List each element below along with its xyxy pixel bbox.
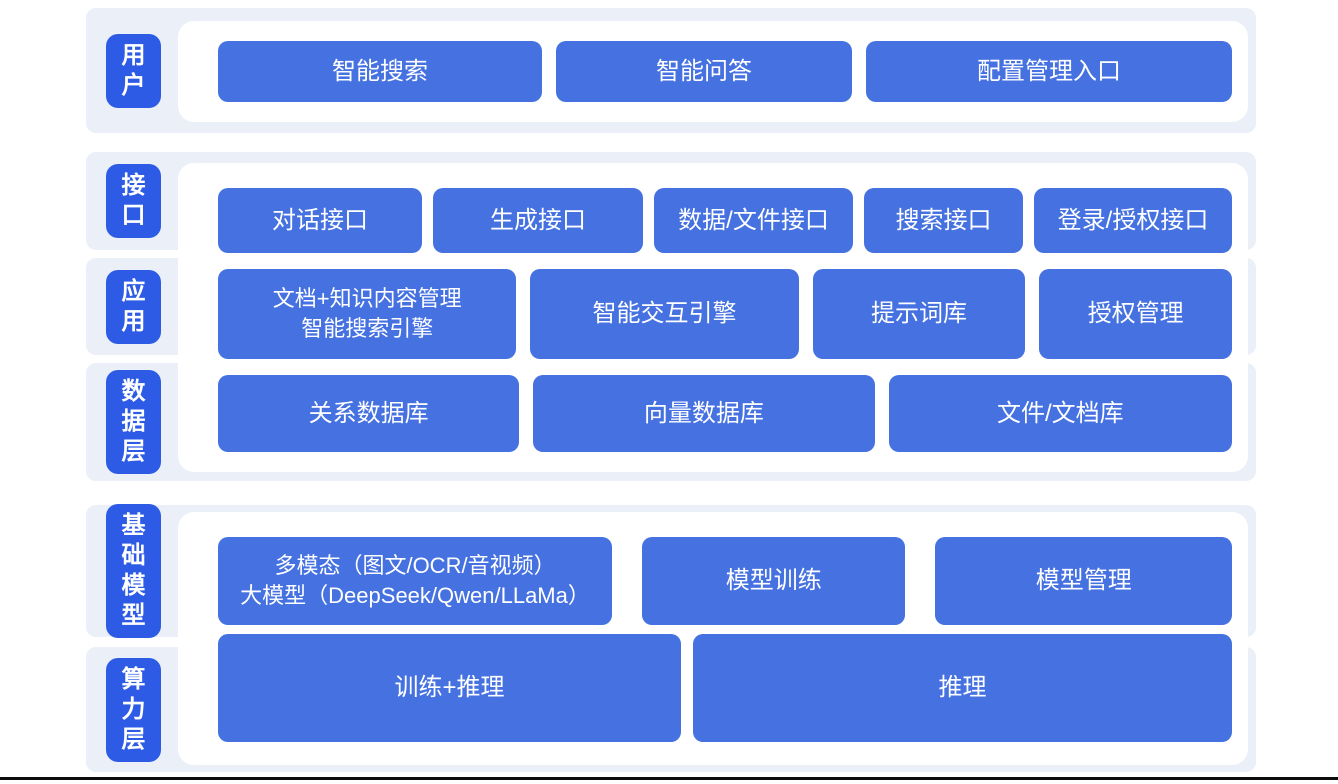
- node-auth-management: 授权管理: [1039, 269, 1232, 359]
- node-prompt-library: 提示词库: [812, 269, 1026, 359]
- layer-group-bottom: 基 础 模 型 算 力 层 多模态（图文/OCR/音视频） 大模型（DeepSe…: [86, 504, 1256, 772]
- node-generation-api: 生成接口: [433, 188, 643, 253]
- node-training-inference: 训练+推理: [218, 634, 681, 742]
- layer-group-user: 用 户 智能搜索 智能问答 配置管理入口: [86, 8, 1256, 133]
- node-row: 多模态（图文/OCR/音视频） 大模型（DeepSeek/Qwen/LLaMa）…: [218, 537, 1232, 625]
- bottom-rule: [0, 777, 1338, 780]
- node-row: 训练+推理 推理: [218, 634, 1232, 742]
- node-multimodal-llm: 多模态（图文/OCR/音视频） 大模型（DeepSeek/Qwen/LLaMa）: [218, 537, 613, 625]
- content-panel-middle: 对话接口 生成接口 数据/文件接口 搜索接口 登录/授权接口 文档+知识内容管理…: [178, 163, 1248, 472]
- node-search-api: 搜索接口: [864, 188, 1023, 253]
- node-row: 文档+知识内容管理 智能搜索引擎 智能交互引擎 提示词库 授权管理: [218, 269, 1232, 359]
- node-row: 关系数据库 向量数据库 文件/文档库: [218, 375, 1232, 452]
- layer-label-user: 用 户: [106, 33, 161, 108]
- node-smart-search: 智能搜索: [218, 41, 542, 102]
- content-panel-bottom: 多模态（图文/OCR/音视频） 大模型（DeepSeek/Qwen/LLaMa）…: [178, 512, 1248, 765]
- node-vector-db: 向量数据库: [533, 375, 875, 452]
- node-file-doc-store: 文件/文档库: [888, 375, 1232, 452]
- node-row: 智能搜索 智能问答 配置管理入口: [218, 41, 1232, 102]
- node-login-auth-api: 登录/授权接口: [1034, 188, 1232, 253]
- node-doc-knowledge-search-engine: 文档+知识内容管理 智能搜索引擎: [218, 269, 517, 359]
- node-model-management: 模型管理: [935, 537, 1232, 625]
- layer-label-compute: 算 力 层: [106, 657, 161, 762]
- node-relational-db: 关系数据库: [218, 375, 520, 452]
- node-interaction-engine: 智能交互引擎: [530, 269, 799, 359]
- layer-label-base-model: 基 础 模 型: [106, 504, 161, 638]
- layer-label-interface: 接 口: [106, 164, 161, 238]
- node-row: 对话接口 生成接口 数据/文件接口 搜索接口 登录/授权接口: [218, 188, 1232, 253]
- node-inference: 推理: [692, 634, 1232, 742]
- layer-group-middle: 接 口 应 用 数 据 层 对话接口 生成接口 数据/文件接口 搜索接口 登录/…: [86, 152, 1256, 481]
- node-dialog-api: 对话接口: [218, 188, 422, 253]
- node-config-entry: 配置管理入口: [866, 41, 1232, 102]
- content-panel-user: 智能搜索 智能问答 配置管理入口: [178, 21, 1248, 122]
- layer-label-data: 数 据 层: [106, 370, 161, 474]
- node-data-file-api: 数据/文件接口: [654, 188, 853, 253]
- layer-label-application: 应 用: [106, 269, 161, 344]
- node-smart-qa: 智能问答: [556, 41, 852, 102]
- node-model-training: 模型训练: [642, 537, 906, 625]
